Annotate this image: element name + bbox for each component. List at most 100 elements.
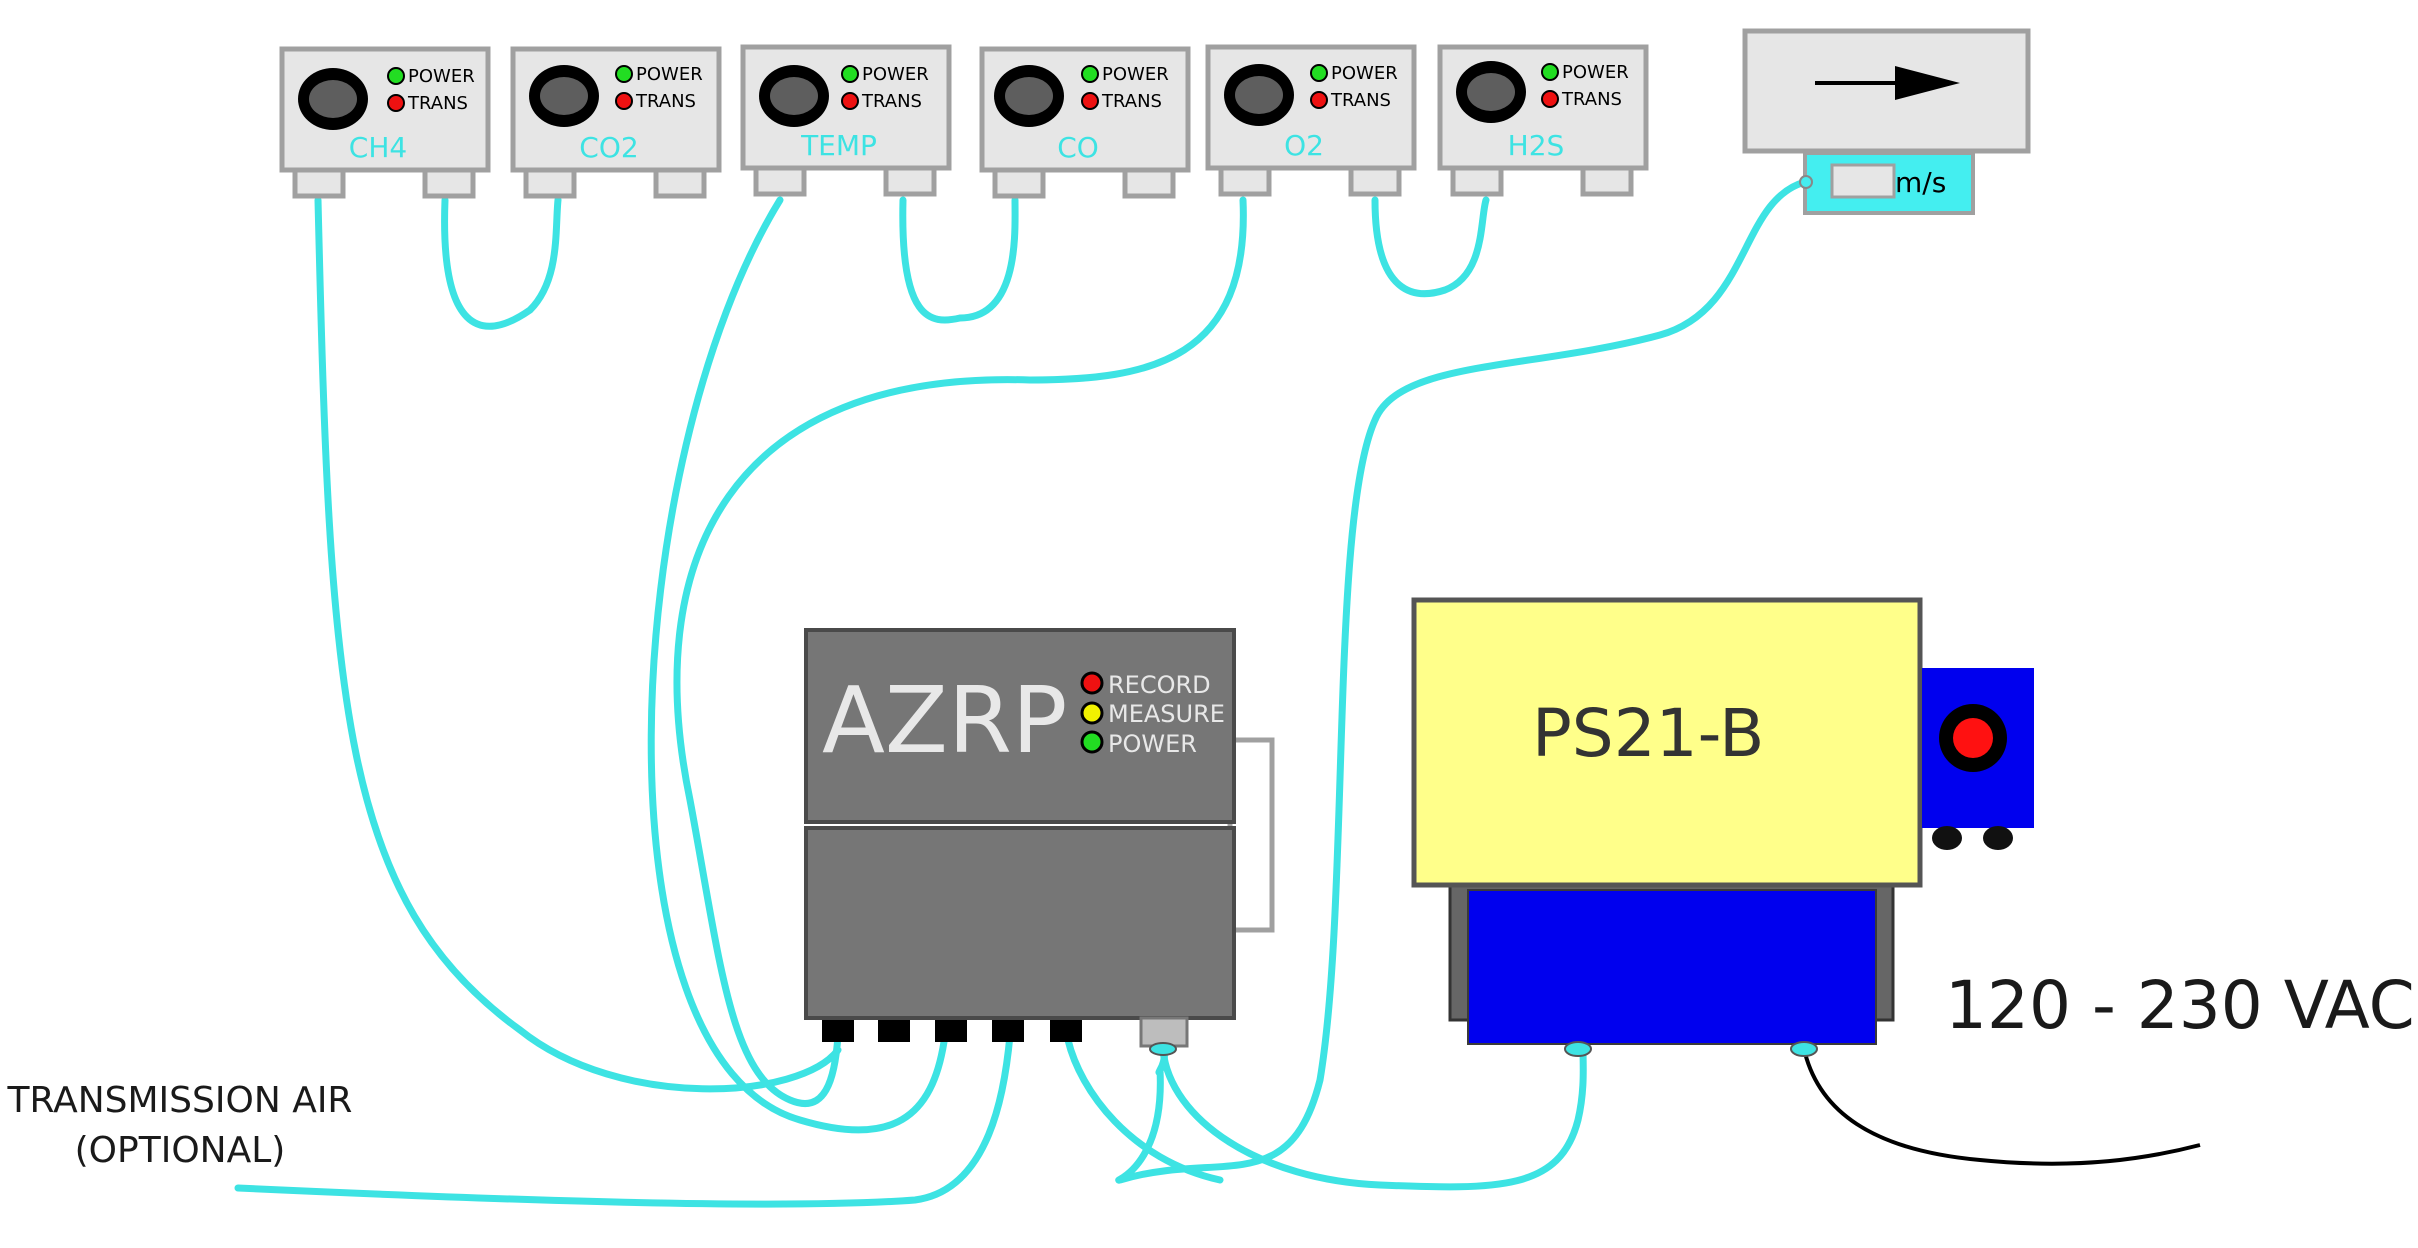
sensor-connector-left	[1218, 165, 1272, 197]
transmission-optional-label: (OPTIONAL)	[75, 1130, 286, 1171]
sensor-o2: POWER TRANS O2	[1205, 44, 1417, 197]
psu-title: PS21-B	[1532, 695, 1764, 772]
trans-led-icon	[615, 92, 633, 110]
ps21b-power-supply: PS21-B	[1411, 597, 2034, 1057]
sensor-ch4: POWER TRANS CH4	[279, 46, 491, 199]
flow-sensor-port	[1799, 175, 1813, 189]
sensor-dial-center	[770, 77, 818, 115]
power-led-icon	[1310, 64, 1328, 82]
power-led-icon	[1541, 63, 1559, 81]
measure-label: MEASURE	[1108, 700, 1225, 728]
sensor-label: CH4	[349, 131, 407, 164]
cable-ch4-to-logger	[314, 196, 842, 1093]
record-label: RECORD	[1108, 671, 1211, 699]
power-label: POWER	[408, 66, 475, 87]
cable-ch4-co2-link	[441, 196, 562, 330]
power-led-icon	[1081, 65, 1099, 83]
sensor-connector-left	[292, 167, 346, 199]
trans-led-icon	[1541, 90, 1559, 108]
sensor-h2s: POWER TRANS H2S	[1437, 44, 1649, 197]
cable-transmission-air	[234, 1031, 1014, 1208]
trans-label: TRANS	[635, 91, 696, 112]
power-led-icon	[1080, 730, 1104, 754]
power-label: POWER	[1331, 63, 1398, 84]
sensor-connector-left	[753, 165, 807, 197]
trans-led-icon	[387, 94, 405, 112]
air-velocity-sensor: m/s	[1742, 28, 2031, 215]
psu-battery-box	[1467, 889, 1877, 1045]
psu-output-jack	[1564, 1041, 1592, 1057]
air-velocity-sensor-body	[1742, 28, 2031, 154]
sensor-temp: POWER TRANS TEMP	[740, 44, 952, 197]
power-label: POWER	[1102, 64, 1169, 85]
trans-led-icon	[1310, 91, 1328, 109]
sensor-label: CO	[1057, 131, 1099, 164]
sensor-co: POWER TRANS CO	[979, 46, 1191, 199]
sensor-connector-left	[992, 167, 1046, 199]
power-led-icon	[841, 65, 859, 83]
cable-temp-to-logger	[647, 196, 949, 1134]
logger-top-panel	[804, 628, 1236, 824]
sensor-label: H2S	[1508, 129, 1565, 162]
power-led-icon	[387, 67, 405, 85]
trans-label: TRANS	[407, 93, 468, 114]
logger-handle	[1227, 737, 1275, 933]
trans-label: TRANS	[1101, 91, 1162, 112]
logger-title: AZRP	[822, 667, 1067, 774]
sensor-dial-center	[1467, 73, 1515, 111]
power-label: POWER	[862, 64, 929, 85]
sensor-label: CO2	[579, 131, 638, 164]
sensor-connector-right	[1122, 167, 1176, 199]
sensor-connector-right	[883, 165, 937, 197]
right-arrow-icon	[1815, 66, 1960, 100]
sensor-co2: POWER TRANS CO2	[510, 46, 722, 199]
mains-cable	[1803, 1052, 2201, 1166]
logger-port-1	[822, 1020, 854, 1042]
psu-top-panel	[1411, 597, 1923, 888]
trans-led-icon	[841, 92, 859, 110]
sensor-label: TEMP	[800, 129, 877, 162]
cable-o2-to-logger	[673, 196, 1247, 1107]
trans-label: TRANS	[1561, 89, 1622, 110]
cables	[234, 178, 1809, 1208]
sensor-row: POWER TRANS CH4 POWER TRANS CO2 POWER TR	[279, 44, 1649, 199]
cable-o2-h2s-link	[1371, 196, 1490, 298]
sensor-dial-center	[309, 80, 357, 118]
mains-wire	[1803, 1052, 2201, 1166]
power-knob-icon[interactable]	[1939, 704, 2007, 772]
trans-led-icon	[1081, 92, 1099, 110]
power-led-icon	[615, 65, 633, 83]
sensor-connector-left	[523, 167, 577, 199]
psu-foot-right	[1983, 826, 2013, 850]
power-label: POWER	[636, 64, 703, 85]
cable-logger-port5	[1064, 1036, 1224, 1184]
cable-logger-to-psu	[1159, 1046, 1587, 1191]
logger-port-3	[935, 1020, 967, 1042]
sensor-connector-right	[1580, 165, 1634, 197]
sensor-connector-right	[1348, 165, 1402, 197]
power-led-label: POWER	[1108, 730, 1197, 758]
flow-value-window	[1830, 163, 1896, 199]
logger-bottom-panel	[804, 826, 1236, 1020]
azrp-logger: AZRP RECORD MEASURE POWER	[804, 628, 1275, 1056]
psu-foot-left	[1932, 826, 1962, 850]
logger-leds: RECORD MEASURE POWER	[1080, 671, 1225, 758]
cable-temp-co-link	[899, 196, 1019, 324]
flow-unit-label: m/s	[1895, 166, 1946, 199]
logger-port-5	[1050, 1020, 1082, 1042]
measure-led-icon	[1080, 701, 1104, 725]
sensor-dial-center	[1005, 77, 1053, 115]
psu-mains-jack	[1790, 1041, 1818, 1057]
trans-label: TRANS	[1330, 90, 1391, 111]
sensor-connector-left	[1450, 165, 1504, 197]
trans-label: TRANS	[861, 91, 922, 112]
sensor-dial-center	[1235, 76, 1283, 114]
mains-voltage-label: 120 - 230 VAC	[1945, 967, 2415, 1044]
sensor-label: O2	[1284, 129, 1324, 162]
sensor-dial-center	[540, 77, 588, 115]
sensor-connector-right	[422, 167, 476, 199]
cable-flow-sensor-to-logger	[1115, 178, 1809, 1184]
sensor-connector-right	[653, 167, 707, 199]
logger-power-port	[1139, 1016, 1189, 1048]
